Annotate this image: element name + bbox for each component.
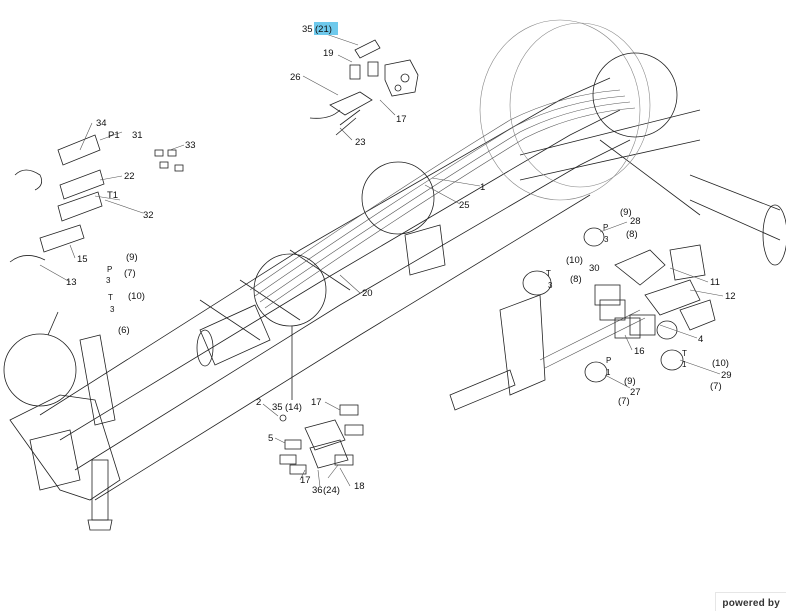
label-T-right-bottom: T: [682, 349, 687, 358]
label-17b: 17: [311, 397, 322, 408]
label-19: 19: [323, 48, 334, 59]
label-7a: (7): [124, 268, 136, 279]
label-28: 28: [630, 216, 641, 227]
label-9a: (9): [126, 252, 138, 263]
label-P1: P1: [108, 130, 120, 141]
label-3d: 3: [548, 281, 553, 290]
label-34: 34: [96, 118, 107, 129]
label-36: 36: [312, 485, 323, 496]
label-23: 23: [355, 137, 366, 148]
label-1b: 1: [606, 368, 611, 377]
label-T-left: T: [108, 293, 113, 302]
fitting-group-top: [309, 39, 419, 136]
callout-highlight: [314, 22, 338, 35]
label-8b: (8): [570, 274, 582, 285]
label-25: 25: [459, 200, 470, 211]
powered-by-text: powered by: [722, 598, 780, 609]
label-3b: 3: [110, 305, 115, 314]
label-3c: 3: [604, 235, 609, 244]
label-13: 13: [66, 277, 77, 288]
label-16: 16: [634, 346, 645, 357]
label-1: 1: [480, 182, 485, 193]
label-22: 22: [124, 171, 135, 182]
handles-left: [9, 134, 184, 263]
label-T-right: T: [546, 269, 551, 278]
label-14: (14): [285, 402, 302, 413]
label-8a: (8): [626, 229, 638, 240]
label-P-right-bottom: P: [606, 356, 611, 365]
label-P-left: P: [107, 265, 112, 274]
label-6: (6): [118, 325, 130, 336]
label-1c: 1: [682, 360, 687, 369]
detail-circles: [3, 52, 678, 407]
label-3a: 3: [106, 276, 111, 285]
label-30: 30: [589, 263, 600, 274]
leader-lines: [39, 31, 724, 488]
label-24: (24): [323, 485, 340, 496]
label-10b: (10): [566, 255, 583, 266]
label-29: 29: [721, 370, 732, 381]
detail-circle-center: [361, 161, 435, 235]
label-P-right-top: P: [603, 223, 608, 232]
detail-circle-manifold: [253, 253, 327, 327]
label-18: 18: [354, 481, 365, 492]
part-labels: 35 (21) 19 26 17 23 34 P1 31 33 22 T1 32…: [66, 24, 736, 496]
label-9b: (9): [620, 207, 632, 218]
label-35b: 35: [272, 402, 283, 413]
label-27: 27: [630, 387, 641, 398]
label-26: 26: [290, 72, 301, 83]
label-17: 17: [396, 114, 407, 125]
valve-block-bottom: [279, 404, 364, 475]
label-35: 35: [302, 24, 313, 35]
label-T1: T1: [107, 190, 118, 201]
label-31: 31: [132, 130, 143, 141]
label-20: 20: [362, 288, 373, 299]
label-2: 2: [256, 397, 261, 408]
label-10a: (10): [128, 291, 145, 302]
label-32: 32: [143, 210, 154, 221]
label-33: 33: [185, 140, 196, 151]
label-15: 15: [77, 254, 88, 265]
label-7c: (7): [710, 381, 722, 392]
label-11: 11: [710, 277, 720, 288]
label-5: 5: [268, 433, 273, 444]
couplings-right: [522, 227, 716, 383]
label-9c: (9): [624, 376, 636, 387]
label-10c: (10): [712, 358, 729, 369]
label-12: 12: [725, 291, 736, 302]
wheel: [479, 19, 651, 201]
detail-circle-rear: [592, 52, 678, 138]
hydraulic-hoses: [249, 89, 646, 369]
label-7b: (7): [618, 396, 630, 407]
powered-by-footer: powered by: [715, 592, 786, 611]
label-17c: 17: [300, 475, 311, 486]
label-21: (21): [315, 24, 332, 35]
label-4: 4: [698, 334, 703, 345]
trailer-frame: [9, 77, 786, 531]
detail-circle-front: [3, 333, 77, 407]
